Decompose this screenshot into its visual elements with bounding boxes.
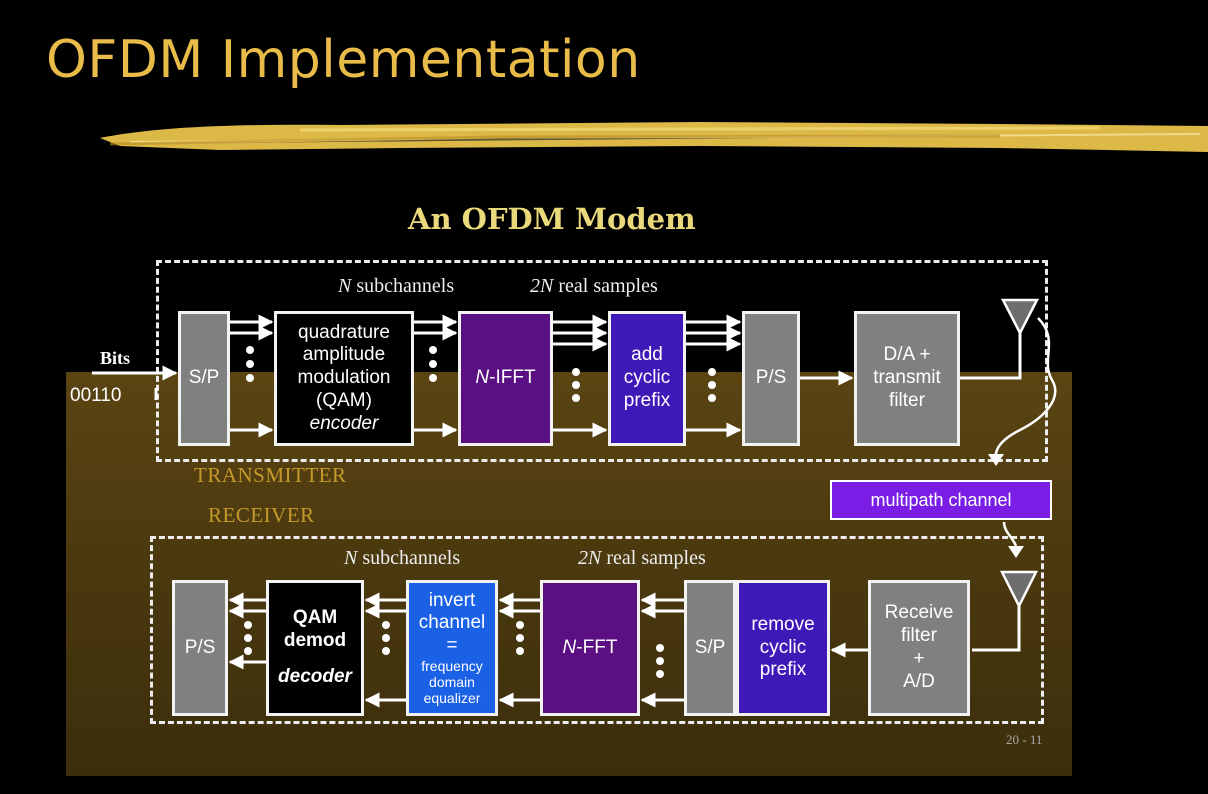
tx-cp-to-ps-arrows (686, 314, 742, 438)
tx-antenna-icon (1000, 298, 1040, 336)
tx-subchannels-label: N subchannels (338, 275, 455, 297)
receiver-label: RECEIVER (208, 503, 315, 527)
receiver-enclosure (150, 536, 1044, 724)
slide-title: OFDM Implementation (46, 30, 641, 90)
rx-remove-cyclic-prefix-block: remove cyclic prefix (736, 580, 830, 716)
multipath-channel-box: multipath channel (830, 480, 1052, 520)
diagram-title: An OFDM Modem (408, 202, 696, 236)
rx-fft-block: N-FFT (540, 580, 640, 716)
rx-sp-block: S/P (684, 580, 736, 716)
tx-qam-to-ifft-arrows (414, 314, 458, 438)
rx-fft-to-eq-arrows (498, 592, 540, 708)
tx-channel-wave (994, 317, 1057, 461)
rx-ps-block: P/S (172, 580, 228, 716)
brush-stroke-divider (100, 122, 1208, 152)
rx-channel-arrowhead (1008, 546, 1024, 558)
tx-da-to-antenna-line (960, 332, 1022, 380)
tx-da-filter-block: D/A + transmit filter (854, 311, 960, 446)
rx-qam-decoder-block: QAM demod decoder (266, 580, 364, 716)
tx-sp-to-qam-arrows (230, 314, 274, 438)
bits-input-value: 00110 (70, 385, 122, 406)
transmitter-label: TRANSMITTER (194, 463, 347, 487)
tx-add-cyclic-prefix-block: add cyclic prefix (608, 311, 686, 446)
tx-channel-arrowhead (988, 454, 1004, 466)
rx-antenna-to-filter-line (972, 606, 1021, 652)
rx-qam-to-ps-arrows (228, 592, 266, 670)
tx-ellipsis-dots (246, 346, 716, 402)
rx-receive-filter-ad-block: Receive filter + A/D (868, 580, 970, 716)
rx-real-samples-label: 2N real samples (578, 547, 706, 569)
tx-ifft-to-cp-arrows (553, 314, 608, 438)
tx-ps-block: P/S (742, 311, 800, 446)
tx-real-samples-label: 2N real samples (530, 275, 658, 297)
bits-input-label: Bits (100, 348, 131, 368)
transmitter-enclosure (156, 260, 1048, 462)
rx-channel-equalizer-block: invert channel = frequency domain equali… (406, 580, 498, 716)
rx-eq-to-qam-arrows (364, 592, 406, 708)
rx-channel-wave (1002, 521, 1018, 547)
bits-input-arrow (92, 365, 178, 400)
rx-antenna-icon (999, 570, 1039, 609)
rx-sp-to-fft-arrows (640, 592, 684, 708)
rx-ellipsis-dots (244, 621, 664, 678)
tx-sp-block: S/P (178, 311, 230, 446)
page-number: 20 - 11 (1006, 732, 1043, 747)
tx-qam-encoder-block: quadrature amplitude modulation (QAM) en… (274, 311, 414, 446)
rx-subchannels-label: N subchannels (344, 547, 461, 569)
tx-ifft-block: N-IFFT (458, 311, 553, 446)
